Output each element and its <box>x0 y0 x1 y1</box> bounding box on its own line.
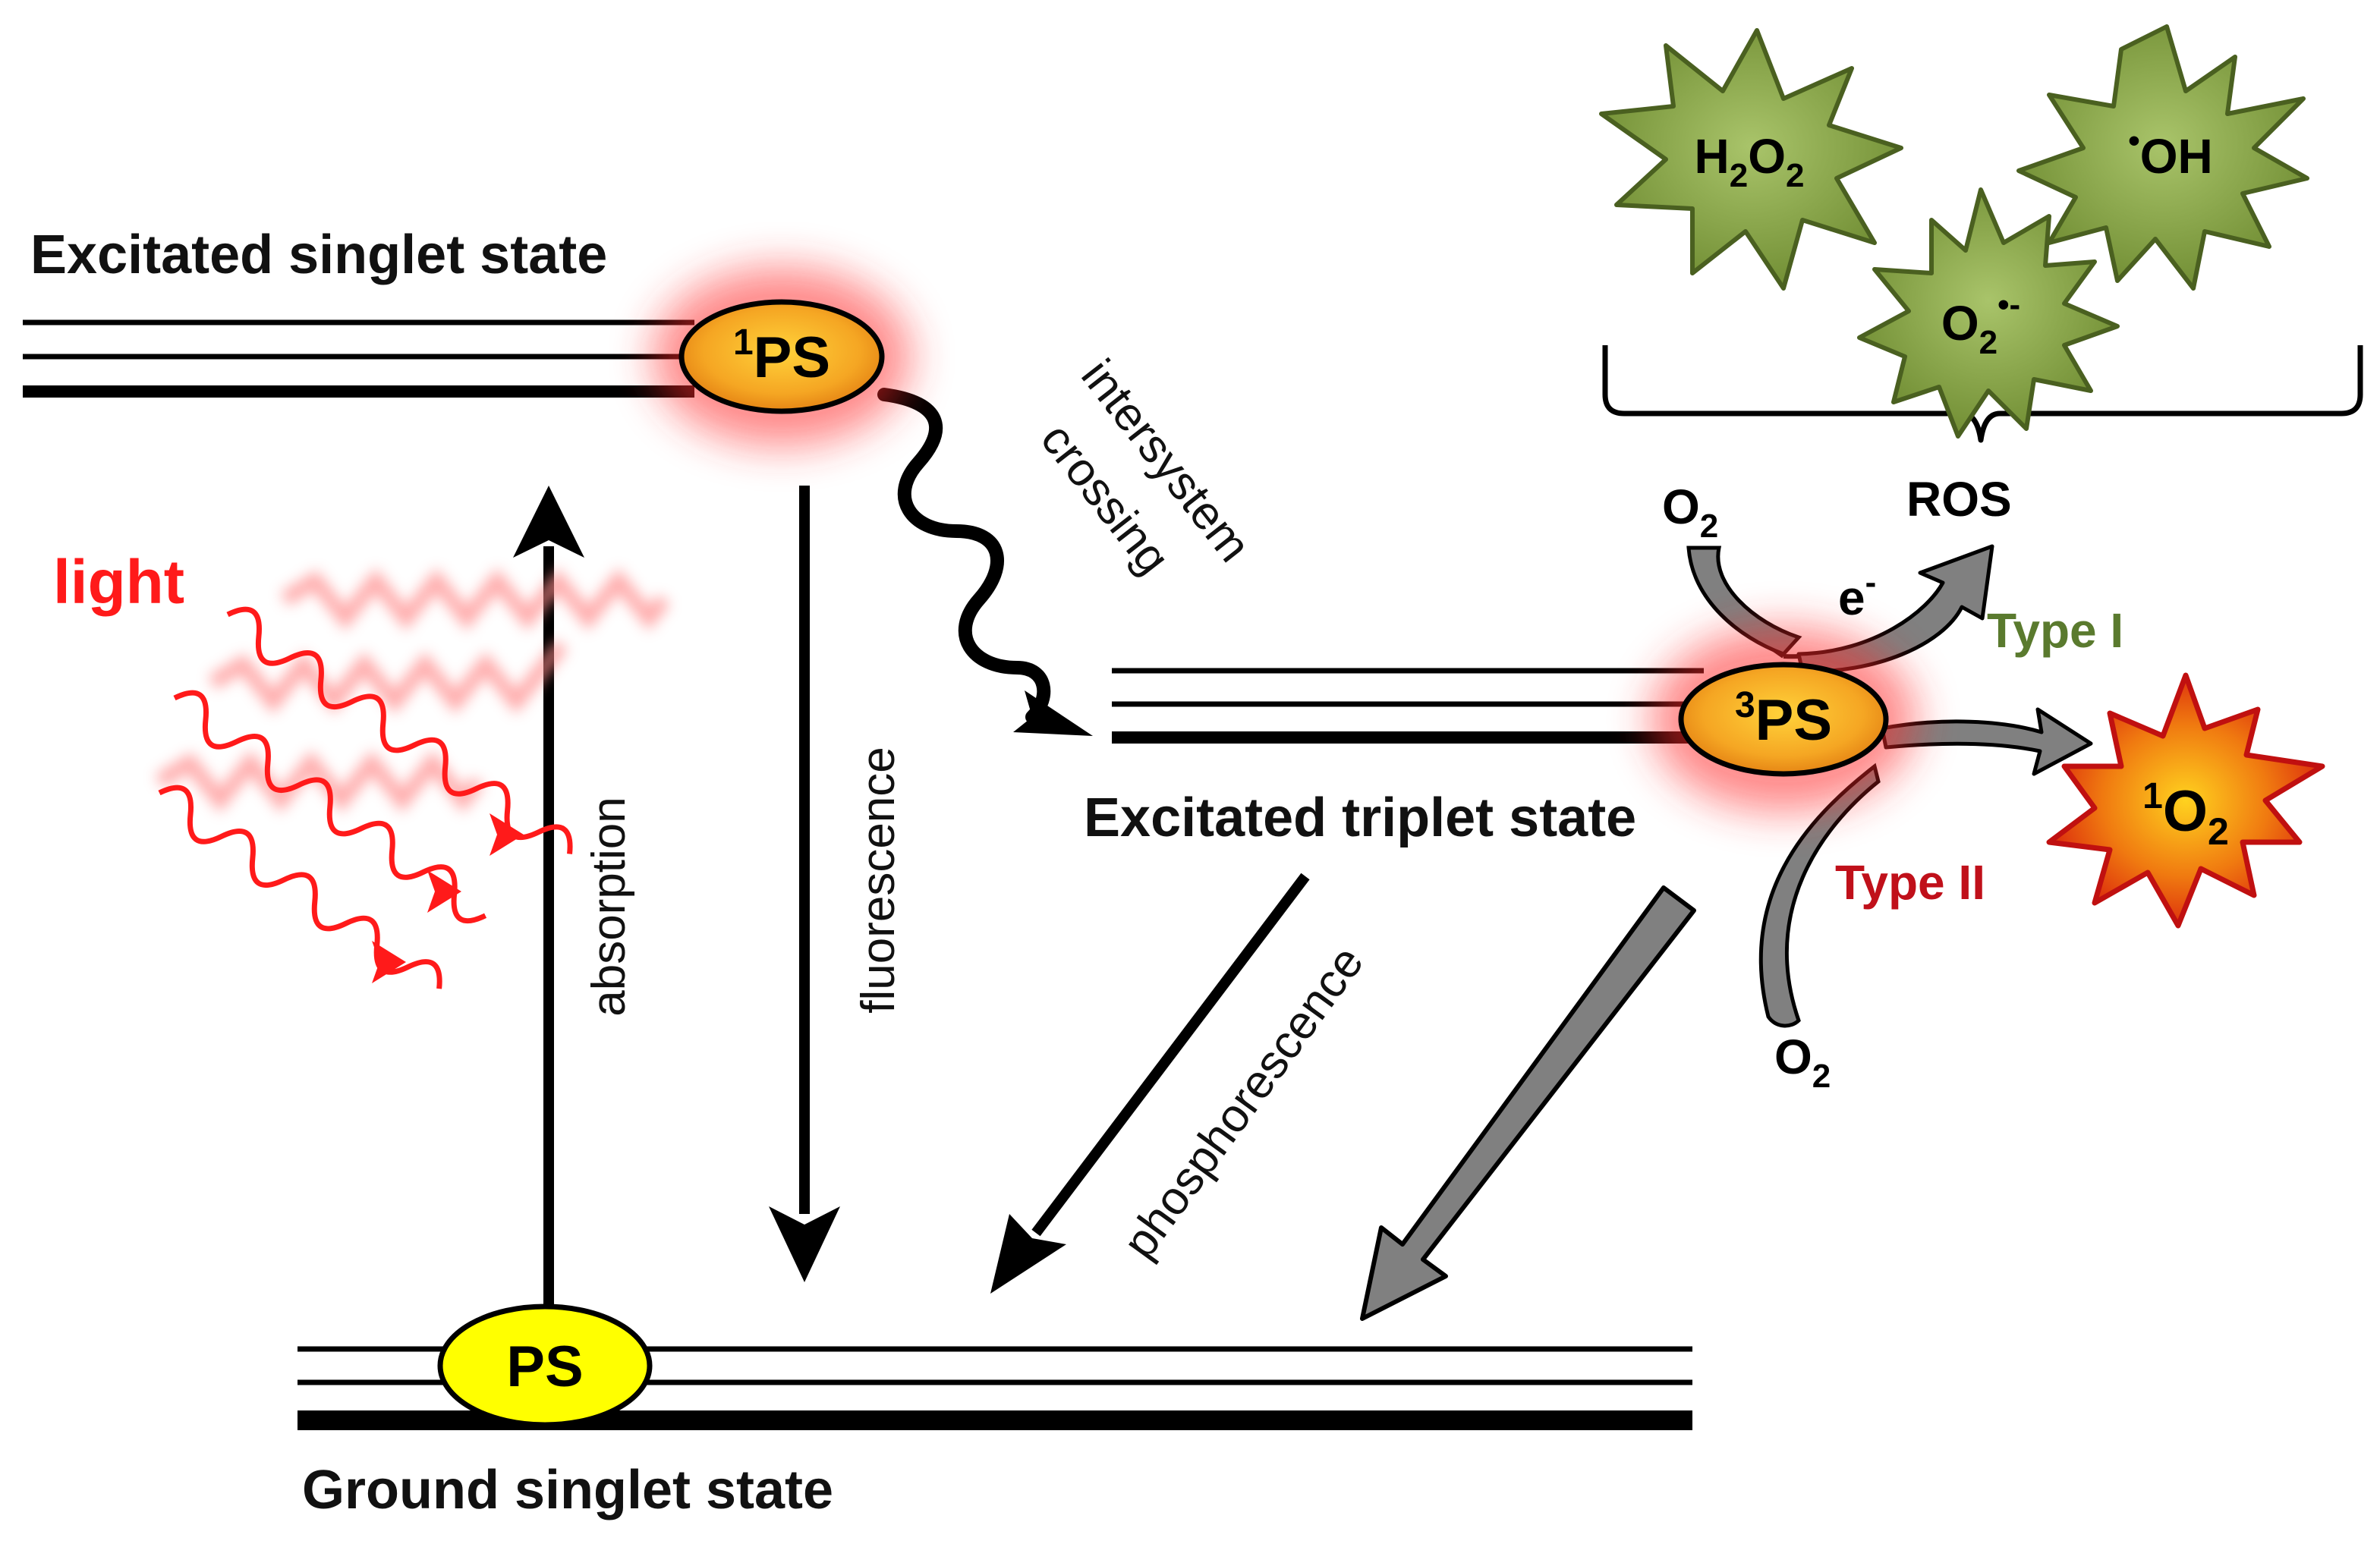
type1-label: Type I <box>1987 603 2123 658</box>
ps-singlet-text: PS <box>754 325 830 390</box>
electron-label: e- <box>1838 564 1876 625</box>
svg-text:3PS: 3PS <box>1735 685 1832 753</box>
singlet-oxygen-star: 1O2 <box>2046 672 2325 929</box>
h2o2-star: H2O2 <box>1599 28 1903 291</box>
fluorescence-label: fluorescence <box>852 747 905 1014</box>
ros-brace <box>1602 345 2363 443</box>
ros-label: ROS <box>1906 472 2012 527</box>
non-radiative-decay-arrow <box>1360 885 1696 1321</box>
phosphorescence-arrow <box>990 873 1310 1294</box>
ps-singlet-molecule: 1PS <box>653 267 911 446</box>
light-waves <box>155 568 670 989</box>
ps-triplet-molecule: 3PS <box>1651 627 1916 812</box>
excited-singlet-label: Excitated singlet state <box>30 225 607 285</box>
ps-triplet-superscript: 3 <box>1735 685 1755 725</box>
o2-top-label: O2 <box>1662 480 1718 545</box>
phosphorescence-label: phosphorescence <box>1113 937 1374 1269</box>
fluorescence-arrow <box>769 486 840 1282</box>
excited-singlet-levels <box>23 319 694 398</box>
o2-bottom-label: O2 <box>1774 1030 1831 1095</box>
type2-curve <box>1758 707 2093 1028</box>
svg-text:H2O2: H2O2 <box>1695 129 1805 194</box>
type2-label: Type II <box>1835 855 1985 910</box>
excited-triplet-label: Excitated triplet state <box>1084 788 1636 848</box>
ground-singlet-label: Ground singlet state <box>302 1460 833 1520</box>
svg-text:•OH: •OH <box>2128 122 2212 184</box>
svg-text:1PS: 1PS <box>733 322 830 390</box>
ps-ground-molecule: PS <box>437 1303 653 1428</box>
svg-text:O2•-: O2•- <box>1941 286 2020 361</box>
light-label: light <box>53 548 184 617</box>
absorption-label: absorption <box>583 797 635 1017</box>
svg-text:1O2: 1O2 <box>2142 776 2229 853</box>
ps-ground-text: PS <box>506 1335 583 1399</box>
hydroxyl-radical-star: •OH <box>2016 24 2309 291</box>
excited-triplet-levels <box>1112 668 1704 744</box>
ps-triplet-text: PS <box>1755 688 1832 753</box>
absorption-arrow <box>513 486 584 1328</box>
superoxide-star: O2•- <box>1857 187 2120 439</box>
intersystem-crossing-arrow <box>877 388 1093 736</box>
ps-singlet-superscript: 1 <box>733 322 754 363</box>
